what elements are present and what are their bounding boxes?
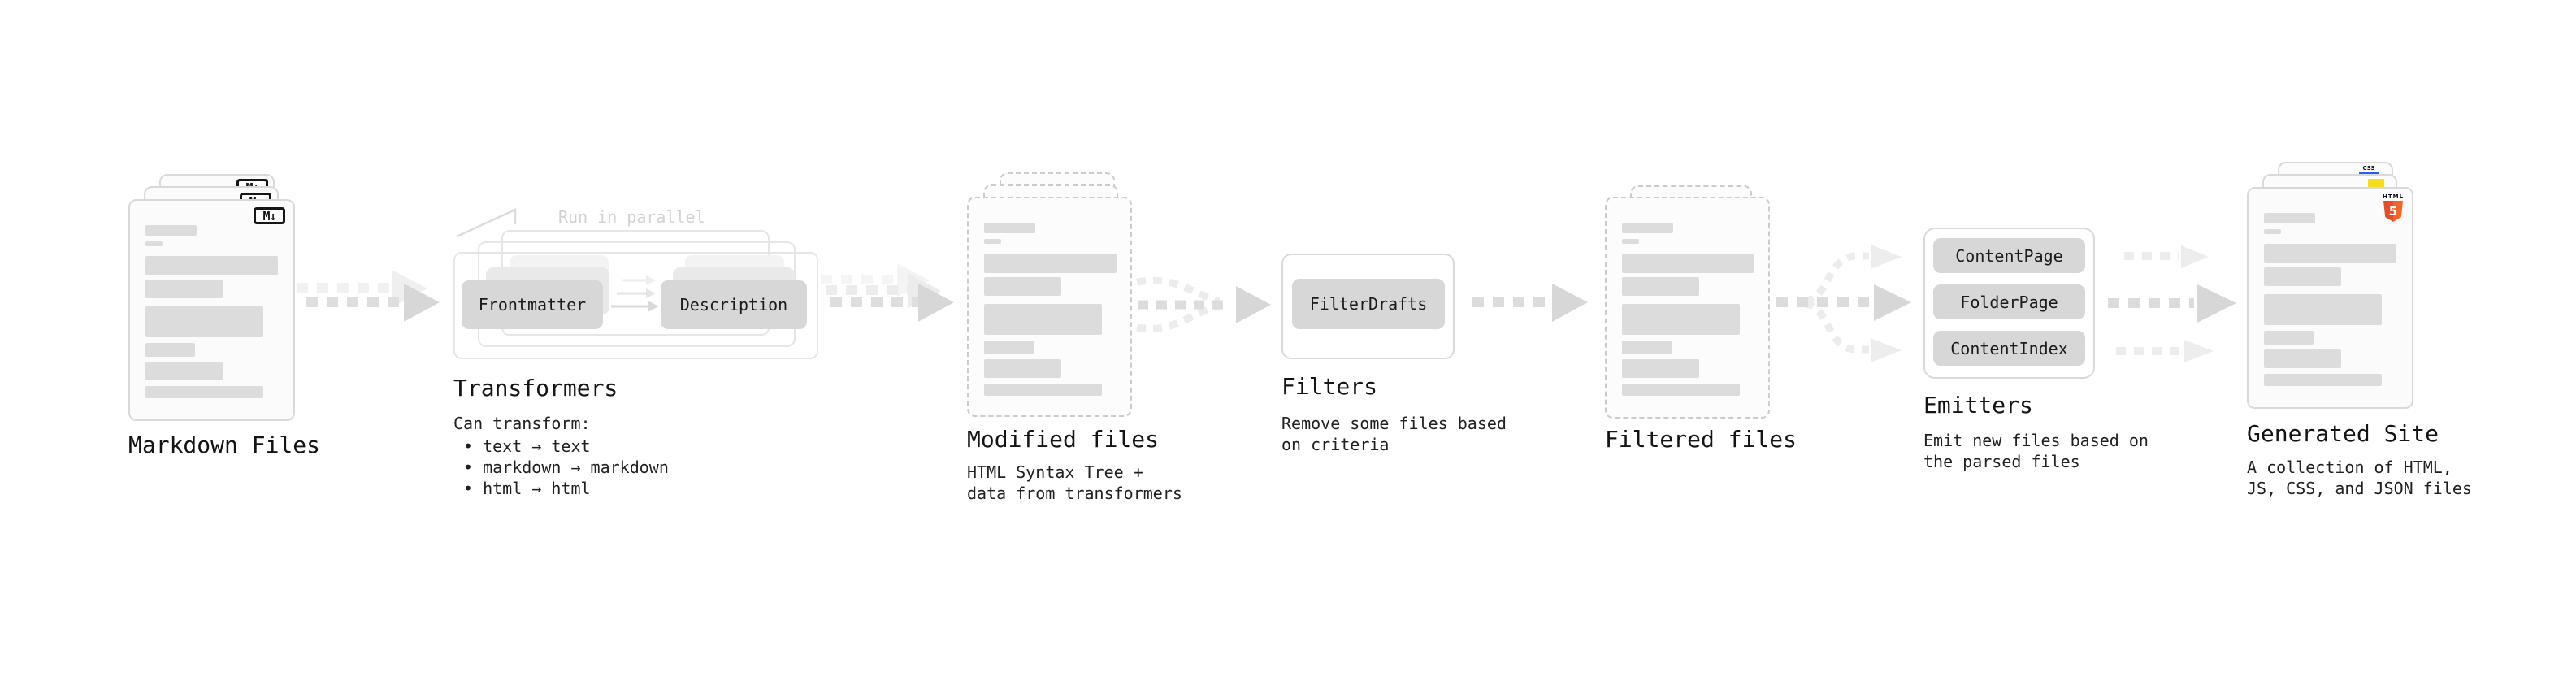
arrow-transformers-to-modified [821, 263, 954, 322]
emitters-subtitle: Emit new files based on [1923, 431, 2149, 450]
arrow-head [918, 284, 954, 322]
arrow-markdown-to-transformers [297, 270, 440, 322]
skeleton-line [984, 254, 1117, 273]
arrow-head [404, 284, 440, 322]
filters-subtitle: on criteria [1281, 435, 1390, 454]
run-in-parallel-annotation: Run in parallel [558, 207, 705, 227]
transformers-note-title: Can transform: [453, 414, 591, 433]
skeleton-line [145, 362, 223, 380]
arrow-head [1874, 284, 1911, 321]
transformer-layer-card [453, 252, 818, 359]
skeleton-line [2264, 331, 2314, 345]
skeleton-line [1622, 239, 1639, 244]
fan-in-curve [1136, 276, 1221, 306]
filters-subtitle: Remove some files based [1281, 414, 1507, 433]
skeleton-line [145, 343, 195, 357]
contentindex-node: ContentIndex [1933, 331, 2085, 366]
skeleton-line [145, 225, 197, 236]
stage-title-markdown-files: Markdown Files [128, 432, 321, 458]
skeleton-line [145, 241, 163, 246]
skeleton-line [145, 386, 263, 398]
description-node: Description [661, 280, 807, 329]
skeleton-line [145, 306, 263, 337]
skeleton-line [984, 359, 1061, 378]
document-skeleton [984, 223, 1117, 396]
skeleton-line [984, 304, 1102, 335]
arrow-ghost-head [2184, 340, 2214, 362]
document-skeleton [1622, 223, 1754, 396]
stage-title-modified-files: Modified files [967, 426, 1160, 453]
skeleton-line [984, 384, 1102, 396]
arrow-ghost-head [1871, 245, 1902, 269]
filterdrafts-node: FilterDrafts [1292, 279, 1445, 329]
document-skeleton [2264, 213, 2396, 386]
stage-title-filters: Filters [1281, 373, 1378, 400]
skeleton-line [145, 280, 223, 298]
arrow-head [1236, 286, 1271, 323]
skeleton-line [145, 256, 278, 275]
skeleton-line [1622, 340, 1672, 354]
skeleton-line [2264, 374, 2382, 386]
markdown-icon: M↓ [254, 207, 285, 224]
document-skeleton [145, 225, 278, 398]
generated-site-subtitle: JS, CSS, and JSON files [2247, 479, 2472, 498]
skeleton-line [1622, 277, 1699, 296]
skeleton-line [984, 277, 1061, 296]
arrow-ghost-head [2181, 245, 2209, 268]
skeleton-line [1622, 223, 1673, 233]
generated-file-card: HTML 5 [2247, 187, 2413, 409]
arrow-filtered-to-emitters [1776, 245, 1911, 362]
stage-title-emitters: Emitters [1923, 392, 2033, 419]
transformers-note-bullet: • html → html [463, 479, 591, 498]
transformers-note-bullet: • text → text [463, 436, 591, 456]
modified-file-card [967, 197, 1132, 417]
stage-title-generated-site: Generated Site [2247, 420, 2439, 447]
skeleton-line [2264, 244, 2396, 263]
skeleton-line [2264, 213, 2315, 223]
frontmatter-node: Frontmatter [462, 280, 603, 329]
skeleton-line [2264, 294, 2382, 325]
arrow-emitters-to-generated [2108, 245, 2236, 362]
generated-site-subtitle: A collection of HTML, [2247, 458, 2452, 477]
skeleton-line [1622, 254, 1754, 273]
skeleton-line [1622, 304, 1740, 335]
arrow-ghost-head [392, 270, 427, 307]
arrow-ghost-head [1871, 338, 1902, 362]
modified-files-subtitle: data from transformers [967, 484, 1182, 503]
fan-out-curve [1804, 300, 1869, 354]
skeleton-line [1622, 359, 1699, 378]
skeleton-line [1622, 384, 1740, 396]
arrow-modified-to-filters [1136, 276, 1271, 332]
css-icon-label: CSS [2362, 165, 2375, 171]
skeleton-line [2264, 229, 2281, 234]
stage-title-transformers: Transformers [453, 375, 618, 401]
skeleton-line [2264, 349, 2341, 368]
arrow-filters-to-filtered [1472, 284, 1588, 322]
skeleton-line [2264, 267, 2341, 286]
filtered-file-card [1605, 197, 1770, 419]
arrow-ghost-head [908, 273, 941, 308]
contentpage-node: ContentPage [1933, 238, 2085, 273]
html5-icon: HTML 5 [2383, 193, 2404, 222]
modified-files-subtitle: HTML Syntax Tree + [967, 462, 1143, 482]
arrow-head [1552, 284, 1588, 322]
transformers-note-bullet: • markdown → markdown [463, 458, 669, 477]
skeleton-line [984, 223, 1035, 233]
folderpage-node: FolderPage [1933, 284, 2085, 319]
emitters-subtitle: the parsed files [1923, 452, 2080, 471]
fan-out-curve [1804, 252, 1869, 305]
skeleton-line [984, 239, 1001, 244]
stage-title-filtered-files: Filtered files [1605, 426, 1798, 453]
skeleton-line [984, 340, 1034, 354]
arrow-head [2197, 284, 2236, 323]
markdown-file-card: M↓ [128, 199, 295, 421]
fan-in-curve [1136, 302, 1221, 332]
html5-icon-label: HTML [2383, 193, 2405, 200]
arrow-ghost-head [897, 263, 930, 297]
